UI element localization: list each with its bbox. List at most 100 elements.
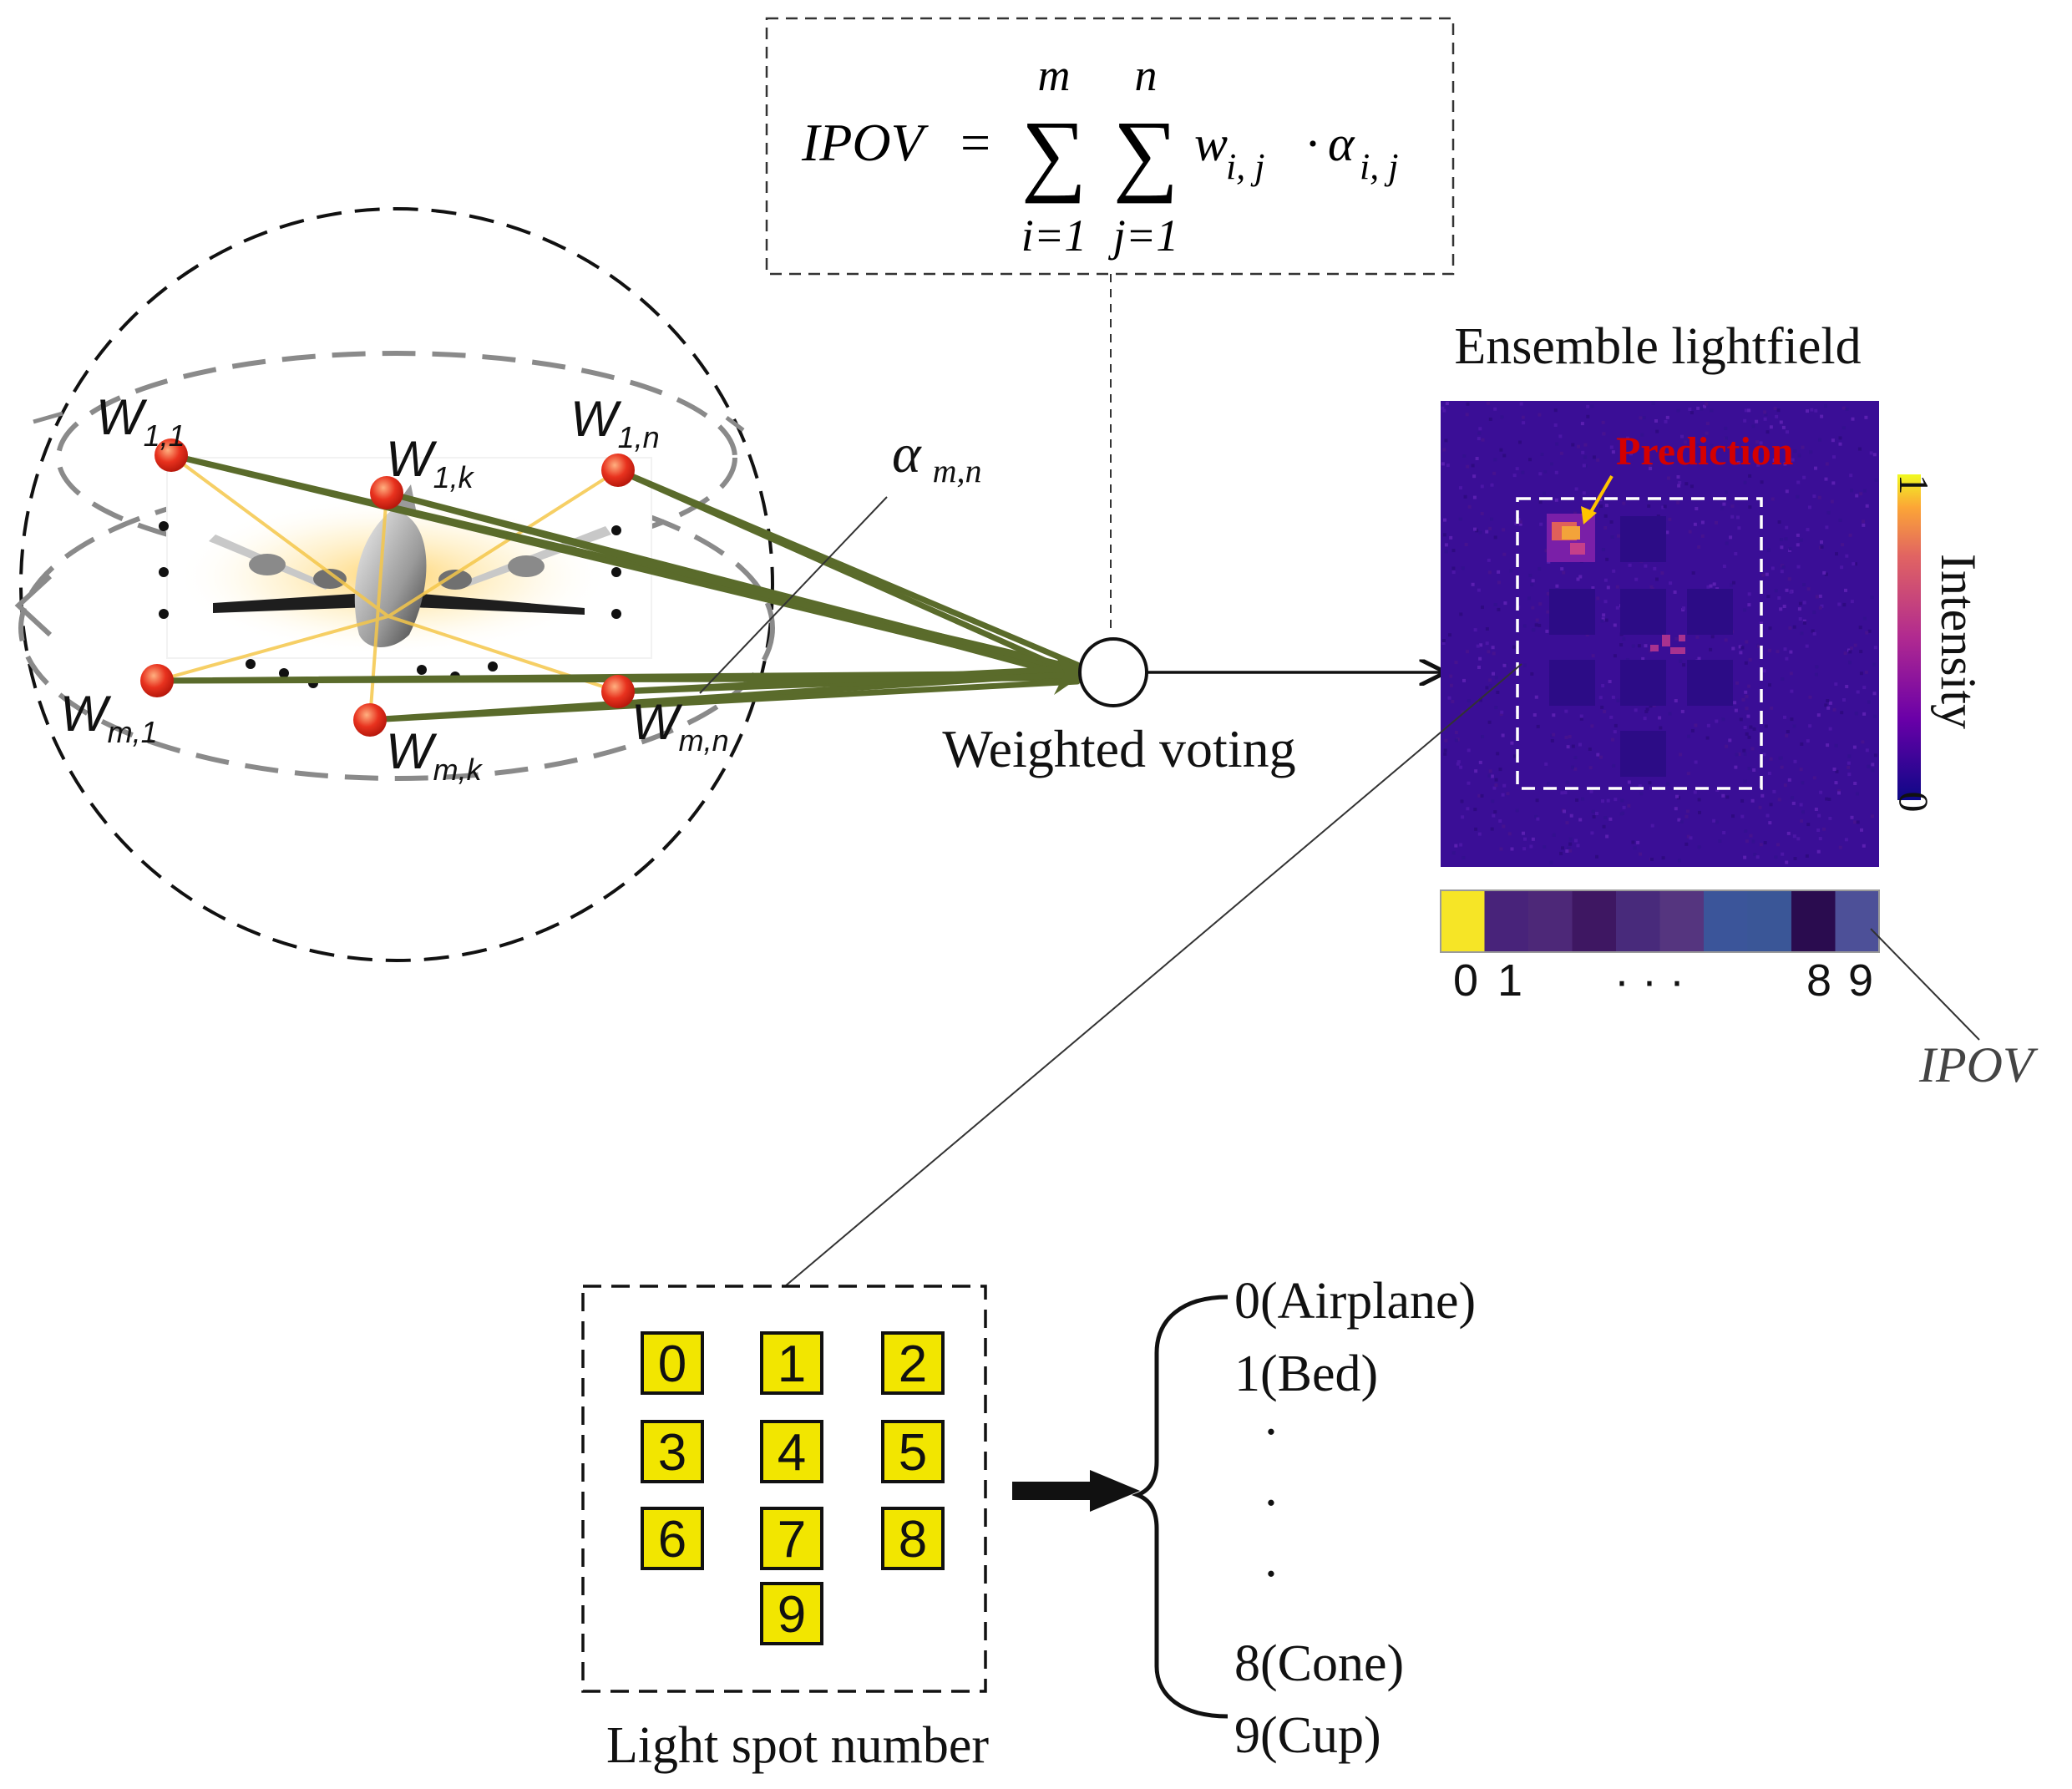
term-w-sub: i, j [1226, 146, 1264, 187]
label-wm1: Wm,1 [60, 686, 158, 749]
outer-sphere [19, 207, 774, 962]
noise-speckle [1724, 426, 1728, 430]
noise-speckle [1492, 786, 1497, 790]
noise-speckle [1852, 562, 1856, 566]
noise-speckle [1522, 421, 1526, 425]
noise-speckle [1808, 724, 1812, 728]
noise-speckle [1631, 644, 1635, 648]
noise-speckle [1650, 857, 1654, 861]
node-w11 [155, 438, 188, 472]
noise-speckle [1816, 849, 1821, 854]
noise-speckle [1790, 689, 1794, 693]
noise-speckle [1864, 415, 1868, 419]
voting-label: Weighted voting [942, 719, 1295, 778]
noise-speckle [1565, 821, 1569, 825]
noise-speckle [1555, 584, 1559, 588]
noise-speckle [1746, 714, 1750, 718]
noise-speckle [1459, 765, 1463, 769]
noise-speckle [1763, 417, 1767, 421]
noise-speckle [1793, 857, 1797, 860]
noise-speckle [1735, 681, 1739, 685]
noise-speckle [1769, 757, 1773, 761]
noise-speckle [1486, 401, 1490, 405]
noise-speckle [1730, 514, 1735, 519]
node-wmk [353, 703, 387, 737]
noise-speckle [1442, 533, 1446, 537]
noise-speckle [1502, 783, 1507, 788]
noise-speckle [1724, 638, 1728, 642]
spot-box [881, 1331, 945, 1395]
noise-speckle [1586, 404, 1590, 408]
noise-speckle [1779, 756, 1783, 760]
noise-speckle [1576, 577, 1580, 581]
noise-speckle [1850, 815, 1854, 819]
noise-speckle [1582, 491, 1586, 495]
noise-speckle [1545, 629, 1549, 633]
noise-speckle [1512, 754, 1517, 758]
noise-speckle [1791, 458, 1795, 462]
noise-speckle [1485, 627, 1489, 631]
noise-speckle [1538, 566, 1542, 570]
noise-speckle [1770, 706, 1774, 710]
noise-speckle [1591, 586, 1595, 590]
noise-speckle [1498, 819, 1502, 823]
noise-speckle [1487, 558, 1491, 562]
noise-speckle [1845, 408, 1849, 411]
noise-speckle [1852, 745, 1857, 749]
noise-speckle [1445, 402, 1449, 406]
noise-speckle [1638, 784, 1642, 788]
noise-speckle [1720, 506, 1725, 510]
noise-speckle [1650, 824, 1654, 828]
noise-speckle [1603, 600, 1608, 604]
noise-speckle [1729, 535, 1733, 540]
noise-speckle [1730, 449, 1734, 454]
noise-speckle [1463, 494, 1467, 499]
noise-speckle [1766, 548, 1771, 552]
noise-speckle [1697, 545, 1701, 549]
noise-speckle [1777, 596, 1781, 600]
noise-speckle [1518, 440, 1522, 444]
noise-speckle [1536, 724, 1540, 728]
noise-speckle [1783, 462, 1787, 466]
noise-speckle [1465, 413, 1469, 417]
noise-speckle [1449, 674, 1453, 678]
noise-speckle [1604, 618, 1608, 622]
spot-grid-box [581, 1285, 987, 1693]
noise-speckle [1519, 402, 1523, 406]
noise-speckle [1462, 856, 1466, 860]
noise-speckle [1491, 799, 1495, 803]
mapping-arrowhead [1090, 1470, 1140, 1512]
noise-speckle [1612, 569, 1616, 573]
noise-speckle [1631, 840, 1635, 844]
noise-speckle [1856, 820, 1860, 824]
noise-speckle [1502, 528, 1506, 532]
noise-speckle [1603, 710, 1607, 713]
noise-speckle [1802, 621, 1806, 625]
noise-speckle [1614, 723, 1618, 727]
sum2-sigma: ∑ [1113, 102, 1178, 204]
noise-speckle [1766, 813, 1770, 818]
noise-speckle [1606, 798, 1610, 803]
noise-speckle [1745, 839, 1749, 844]
noise-speckle [1700, 407, 1704, 411]
noise-speckle [1568, 837, 1573, 841]
grid-region-box [1516, 497, 1763, 790]
noise-speckle [1786, 430, 1789, 434]
noise-speckle [1675, 794, 1679, 798]
noise-speckle [1862, 519, 1865, 524]
noise-speckle [1494, 778, 1498, 782]
noise-speckle [1785, 588, 1789, 592]
noise-speckle [1456, 760, 1461, 764]
noise-speckle [1725, 795, 1730, 799]
noise-speckle [1620, 798, 1624, 803]
noise-speckle [1842, 602, 1847, 606]
noise-speckle [1493, 535, 1497, 540]
noise-speckle [1835, 769, 1839, 773]
noise-speckle [1872, 662, 1877, 666]
noise-speckle [1491, 646, 1495, 650]
noise-speckle [1659, 726, 1663, 730]
noise-speckle [1466, 402, 1470, 406]
noise-speckle [1817, 495, 1821, 499]
noise-speckle [1502, 663, 1507, 667]
